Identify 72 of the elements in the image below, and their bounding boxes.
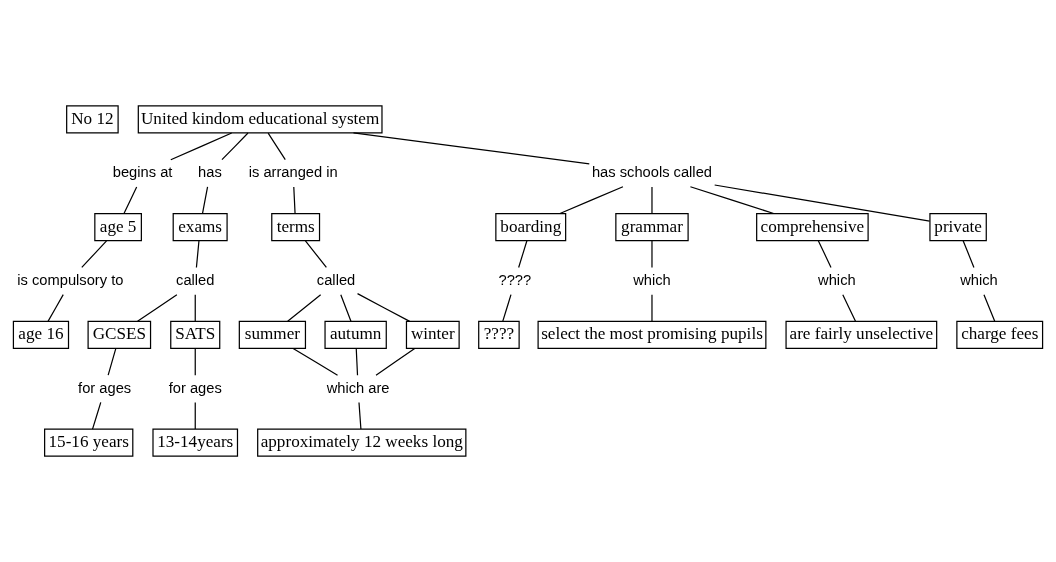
- connector: [502, 294, 512, 322]
- node-box: age 5: [94, 213, 142, 242]
- node-box: winter: [405, 320, 460, 349]
- node-box: United kindom educational system: [137, 105, 383, 134]
- connector: [91, 401, 102, 430]
- node-text: ????: [498, 271, 532, 288]
- connector: [304, 240, 327, 269]
- node-box: grammar: [615, 213, 689, 242]
- node-text: has schools called: [591, 164, 712, 181]
- connector: [170, 132, 233, 161]
- node-text: is compulsory to: [17, 271, 124, 288]
- node-box: approximately 12 weeks long: [257, 428, 467, 457]
- node-box: autumn: [324, 320, 387, 349]
- node-text: called: [316, 271, 356, 288]
- connector: [340, 294, 352, 322]
- connector: [375, 347, 416, 376]
- node-text: is arranged in: [248, 164, 338, 181]
- connector: [201, 186, 209, 215]
- node-text: has: [198, 164, 222, 181]
- connector: [651, 186, 653, 215]
- connector: [194, 294, 196, 322]
- node-text: which: [960, 271, 998, 288]
- connector: [983, 294, 996, 322]
- connector: [714, 184, 931, 222]
- connector: [689, 186, 775, 215]
- node-text: called: [176, 271, 215, 288]
- node-box: comprehensive: [756, 213, 869, 242]
- connector: [136, 294, 178, 322]
- node-box: 15-16 years: [44, 428, 134, 457]
- node-box: SATS: [170, 320, 221, 349]
- connector: [221, 132, 249, 161]
- node-box: GCSES: [87, 320, 152, 349]
- connector: [355, 347, 359, 376]
- connector: [518, 240, 528, 269]
- node-box: private: [929, 213, 987, 242]
- connector: [195, 240, 200, 269]
- connector: [352, 132, 590, 165]
- connector: [267, 132, 286, 161]
- connector: [817, 240, 832, 269]
- connector: [842, 294, 857, 322]
- connector: [287, 294, 322, 322]
- node-box: charge fees: [956, 320, 1044, 349]
- node-box: summer: [238, 320, 307, 349]
- node-box: boarding: [495, 213, 567, 242]
- node-box: ????: [478, 320, 520, 349]
- node-box: 13-14years: [152, 428, 239, 457]
- connector: [651, 240, 653, 269]
- connector: [293, 186, 296, 215]
- connector: [356, 293, 411, 322]
- node-box: No 12: [66, 105, 119, 134]
- node-box: terms: [271, 213, 321, 242]
- node-box: are fairly unselective: [785, 320, 938, 349]
- node-text: which: [633, 271, 671, 288]
- node-text: which: [818, 271, 856, 288]
- connector: [81, 240, 108, 269]
- connector: [47, 294, 64, 322]
- connector: [962, 240, 975, 269]
- node-box: age 16: [12, 320, 70, 349]
- node-text: for ages: [78, 379, 132, 396]
- connector: [194, 401, 196, 430]
- connector: [651, 294, 653, 322]
- node-box: exams: [172, 213, 228, 242]
- node-text: begins at: [112, 164, 173, 181]
- connector: [123, 186, 138, 215]
- connector: [358, 401, 362, 430]
- connector: [194, 347, 196, 376]
- connector: [559, 186, 624, 215]
- node-text: which are: [326, 379, 390, 396]
- node-text: for ages: [168, 379, 222, 396]
- connector: [107, 347, 117, 376]
- connector: [292, 347, 339, 376]
- node-box: select the most promising pupils: [537, 320, 767, 349]
